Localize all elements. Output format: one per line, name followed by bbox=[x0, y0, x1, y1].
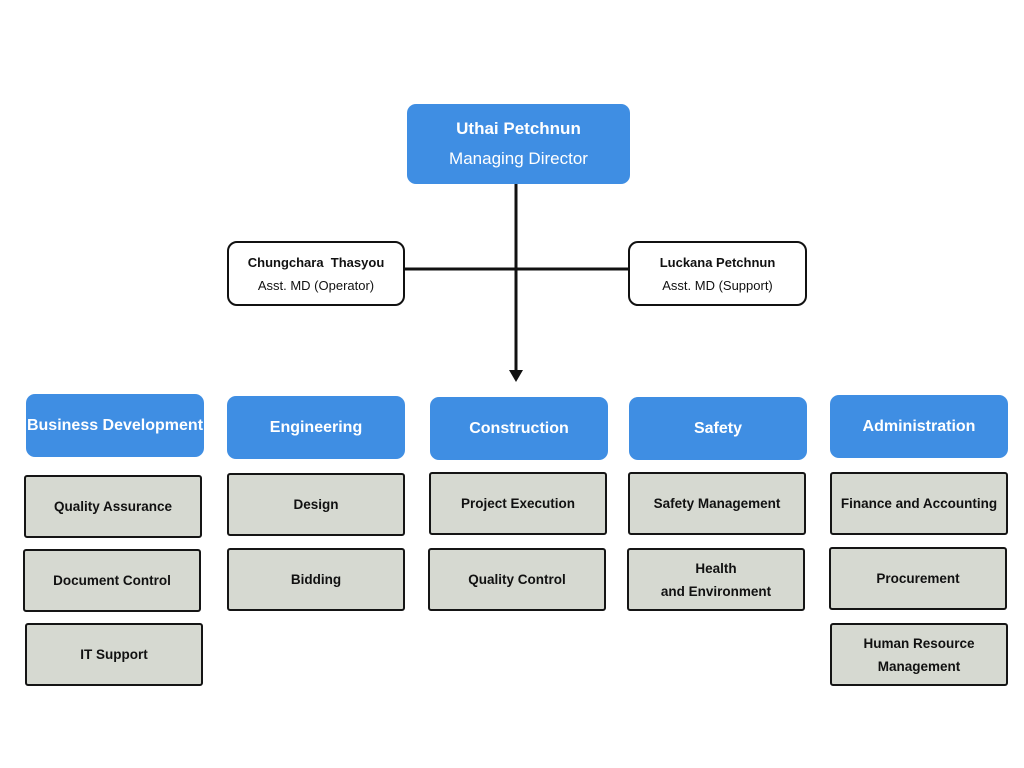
unit-label: Procurement bbox=[876, 571, 960, 586]
dept-label: Engineering bbox=[269, 418, 363, 436]
dept-label: Construction bbox=[469, 419, 569, 437]
asst-md-operator-box[interactable]: Chungchara Thasyou Asst. MD (Operator) bbox=[227, 241, 405, 306]
unit-bidding[interactable]: Bidding bbox=[227, 548, 405, 611]
unit-quality-assurance[interactable]: Quality Assurance bbox=[24, 475, 202, 538]
unit-label: Human Resource Management bbox=[863, 635, 975, 674]
asst-operator-name: Chungchara Thasyou bbox=[247, 254, 385, 270]
dept-safety[interactable]: Safety bbox=[629, 397, 807, 460]
managing-director-box[interactable]: Uthai Petchnun Managing Director bbox=[407, 104, 630, 184]
md-name: Uthai Petchnun bbox=[456, 119, 581, 138]
unit-label: Design bbox=[293, 497, 339, 512]
unit-label: Finance and Accounting bbox=[840, 496, 998, 511]
unit-label: IT Support bbox=[80, 647, 148, 662]
unit-procurement[interactable]: Procurement bbox=[829, 547, 1007, 610]
md-title: Managing Director bbox=[449, 149, 588, 168]
unit-health-and-environment[interactable]: Health and Environment bbox=[627, 548, 805, 611]
unit-label: Bidding bbox=[290, 572, 342, 587]
asst-support-name: Luckana Petchnun bbox=[659, 254, 776, 270]
unit-human-resource-management[interactable]: Human Resource Management bbox=[830, 623, 1008, 686]
dept-label: Business Development bbox=[26, 416, 204, 434]
unit-label: Quality Control bbox=[468, 572, 566, 587]
dept-business-development[interactable]: Business Development bbox=[26, 394, 204, 457]
unit-quality-control[interactable]: Quality Control bbox=[428, 548, 606, 611]
dept-administration[interactable]: Administration bbox=[830, 395, 1008, 458]
asst-md-support-box[interactable]: Luckana Petchnun Asst. MD (Support) bbox=[628, 241, 807, 306]
unit-design[interactable]: Design bbox=[227, 473, 405, 536]
asst-support-title: Asst. MD (Support) bbox=[662, 277, 773, 293]
asst-operator-title: Asst. MD (Operator) bbox=[257, 277, 375, 293]
dept-engineering[interactable]: Engineering bbox=[227, 396, 405, 459]
unit-label: Document Control bbox=[53, 573, 171, 588]
unit-label: Project Execution bbox=[460, 496, 576, 511]
unit-project-execution[interactable]: Project Execution bbox=[429, 472, 607, 535]
dept-construction[interactable]: Construction bbox=[430, 397, 608, 460]
unit-it-support[interactable]: IT Support bbox=[25, 623, 203, 686]
dept-label: Safety bbox=[693, 419, 743, 437]
unit-label: Safety Management bbox=[653, 496, 781, 511]
down-arrow-icon bbox=[509, 370, 523, 382]
unit-label: Health and Environment bbox=[660, 560, 772, 599]
unit-safety-management[interactable]: Safety Management bbox=[628, 472, 806, 535]
dept-label: Administration bbox=[862, 417, 976, 435]
unit-label: Quality Assurance bbox=[53, 499, 173, 514]
unit-document-control[interactable]: Document Control bbox=[23, 549, 201, 612]
unit-finance-and-accounting[interactable]: Finance and Accounting bbox=[830, 472, 1008, 535]
